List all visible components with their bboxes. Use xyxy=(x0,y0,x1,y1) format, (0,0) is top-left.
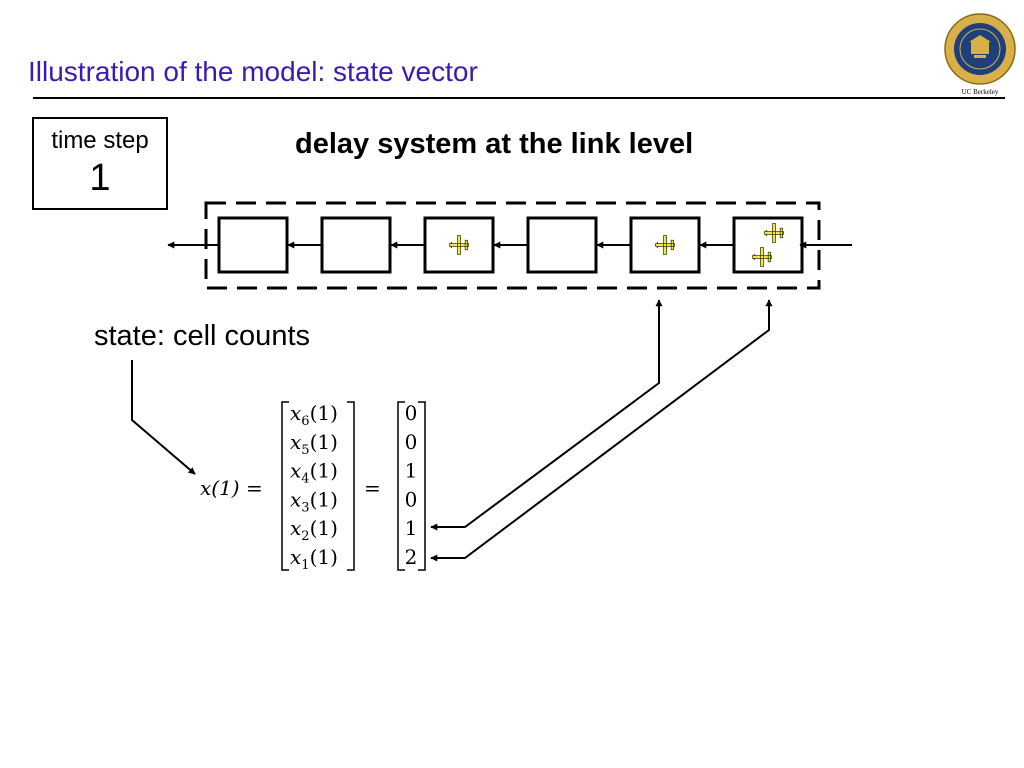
pointer-state-label xyxy=(131,360,196,475)
state-value-x4: 1 xyxy=(405,459,418,483)
state-symbol-x5: x5(1) xyxy=(290,430,338,458)
timestep-box: time step 1 xyxy=(32,117,168,210)
state-value-x3: 0 xyxy=(405,487,418,511)
state-symbol-x3: x3(1) xyxy=(290,487,338,515)
uc-berkeley-seal-icon: UC Berkeley xyxy=(944,13,1016,96)
cell-6 xyxy=(217,216,289,274)
left-matrix-bracket-close xyxy=(347,401,355,571)
timestep-value: 1 xyxy=(89,157,111,199)
timestep-label: time step xyxy=(51,127,149,154)
slide-title: Illustration of the model: state vector xyxy=(28,56,478,87)
diagram-title: delay system at the link level xyxy=(295,128,694,160)
state-symbol-x1: x1(1) xyxy=(290,545,338,573)
state-value-x2: 1 xyxy=(405,516,418,540)
equation-equals: = xyxy=(364,476,381,500)
state-value-x5: 0 xyxy=(405,430,418,454)
title-rule xyxy=(33,97,1005,99)
seal-caption: UC Berkeley xyxy=(962,88,999,96)
state-symbol-x4: x4(1) xyxy=(290,459,338,487)
pointer-cell-1 xyxy=(430,299,773,562)
state-label: state: cell counts xyxy=(94,320,310,352)
state-symbol-x6: x6(1) xyxy=(290,401,338,429)
right-matrix-bracket-open xyxy=(397,401,405,571)
left-matrix-bracket-open xyxy=(281,401,289,571)
equation-lhs: x(1) = xyxy=(200,476,263,500)
state-value-x6: 0 xyxy=(405,401,418,425)
cell-3 xyxy=(526,216,598,274)
pointer-cell-2 xyxy=(430,299,663,531)
right-matrix-bracket-close xyxy=(418,401,426,571)
cell-1 xyxy=(732,216,804,274)
state-value-x1: 2 xyxy=(405,545,418,569)
state-symbol-x2: x2(1) xyxy=(290,516,338,544)
cell-5 xyxy=(320,216,392,274)
state-equation: x(1) = x6(1)x5(1)x4(1)x3(1)x2(1)x1(1) = … xyxy=(200,401,426,573)
